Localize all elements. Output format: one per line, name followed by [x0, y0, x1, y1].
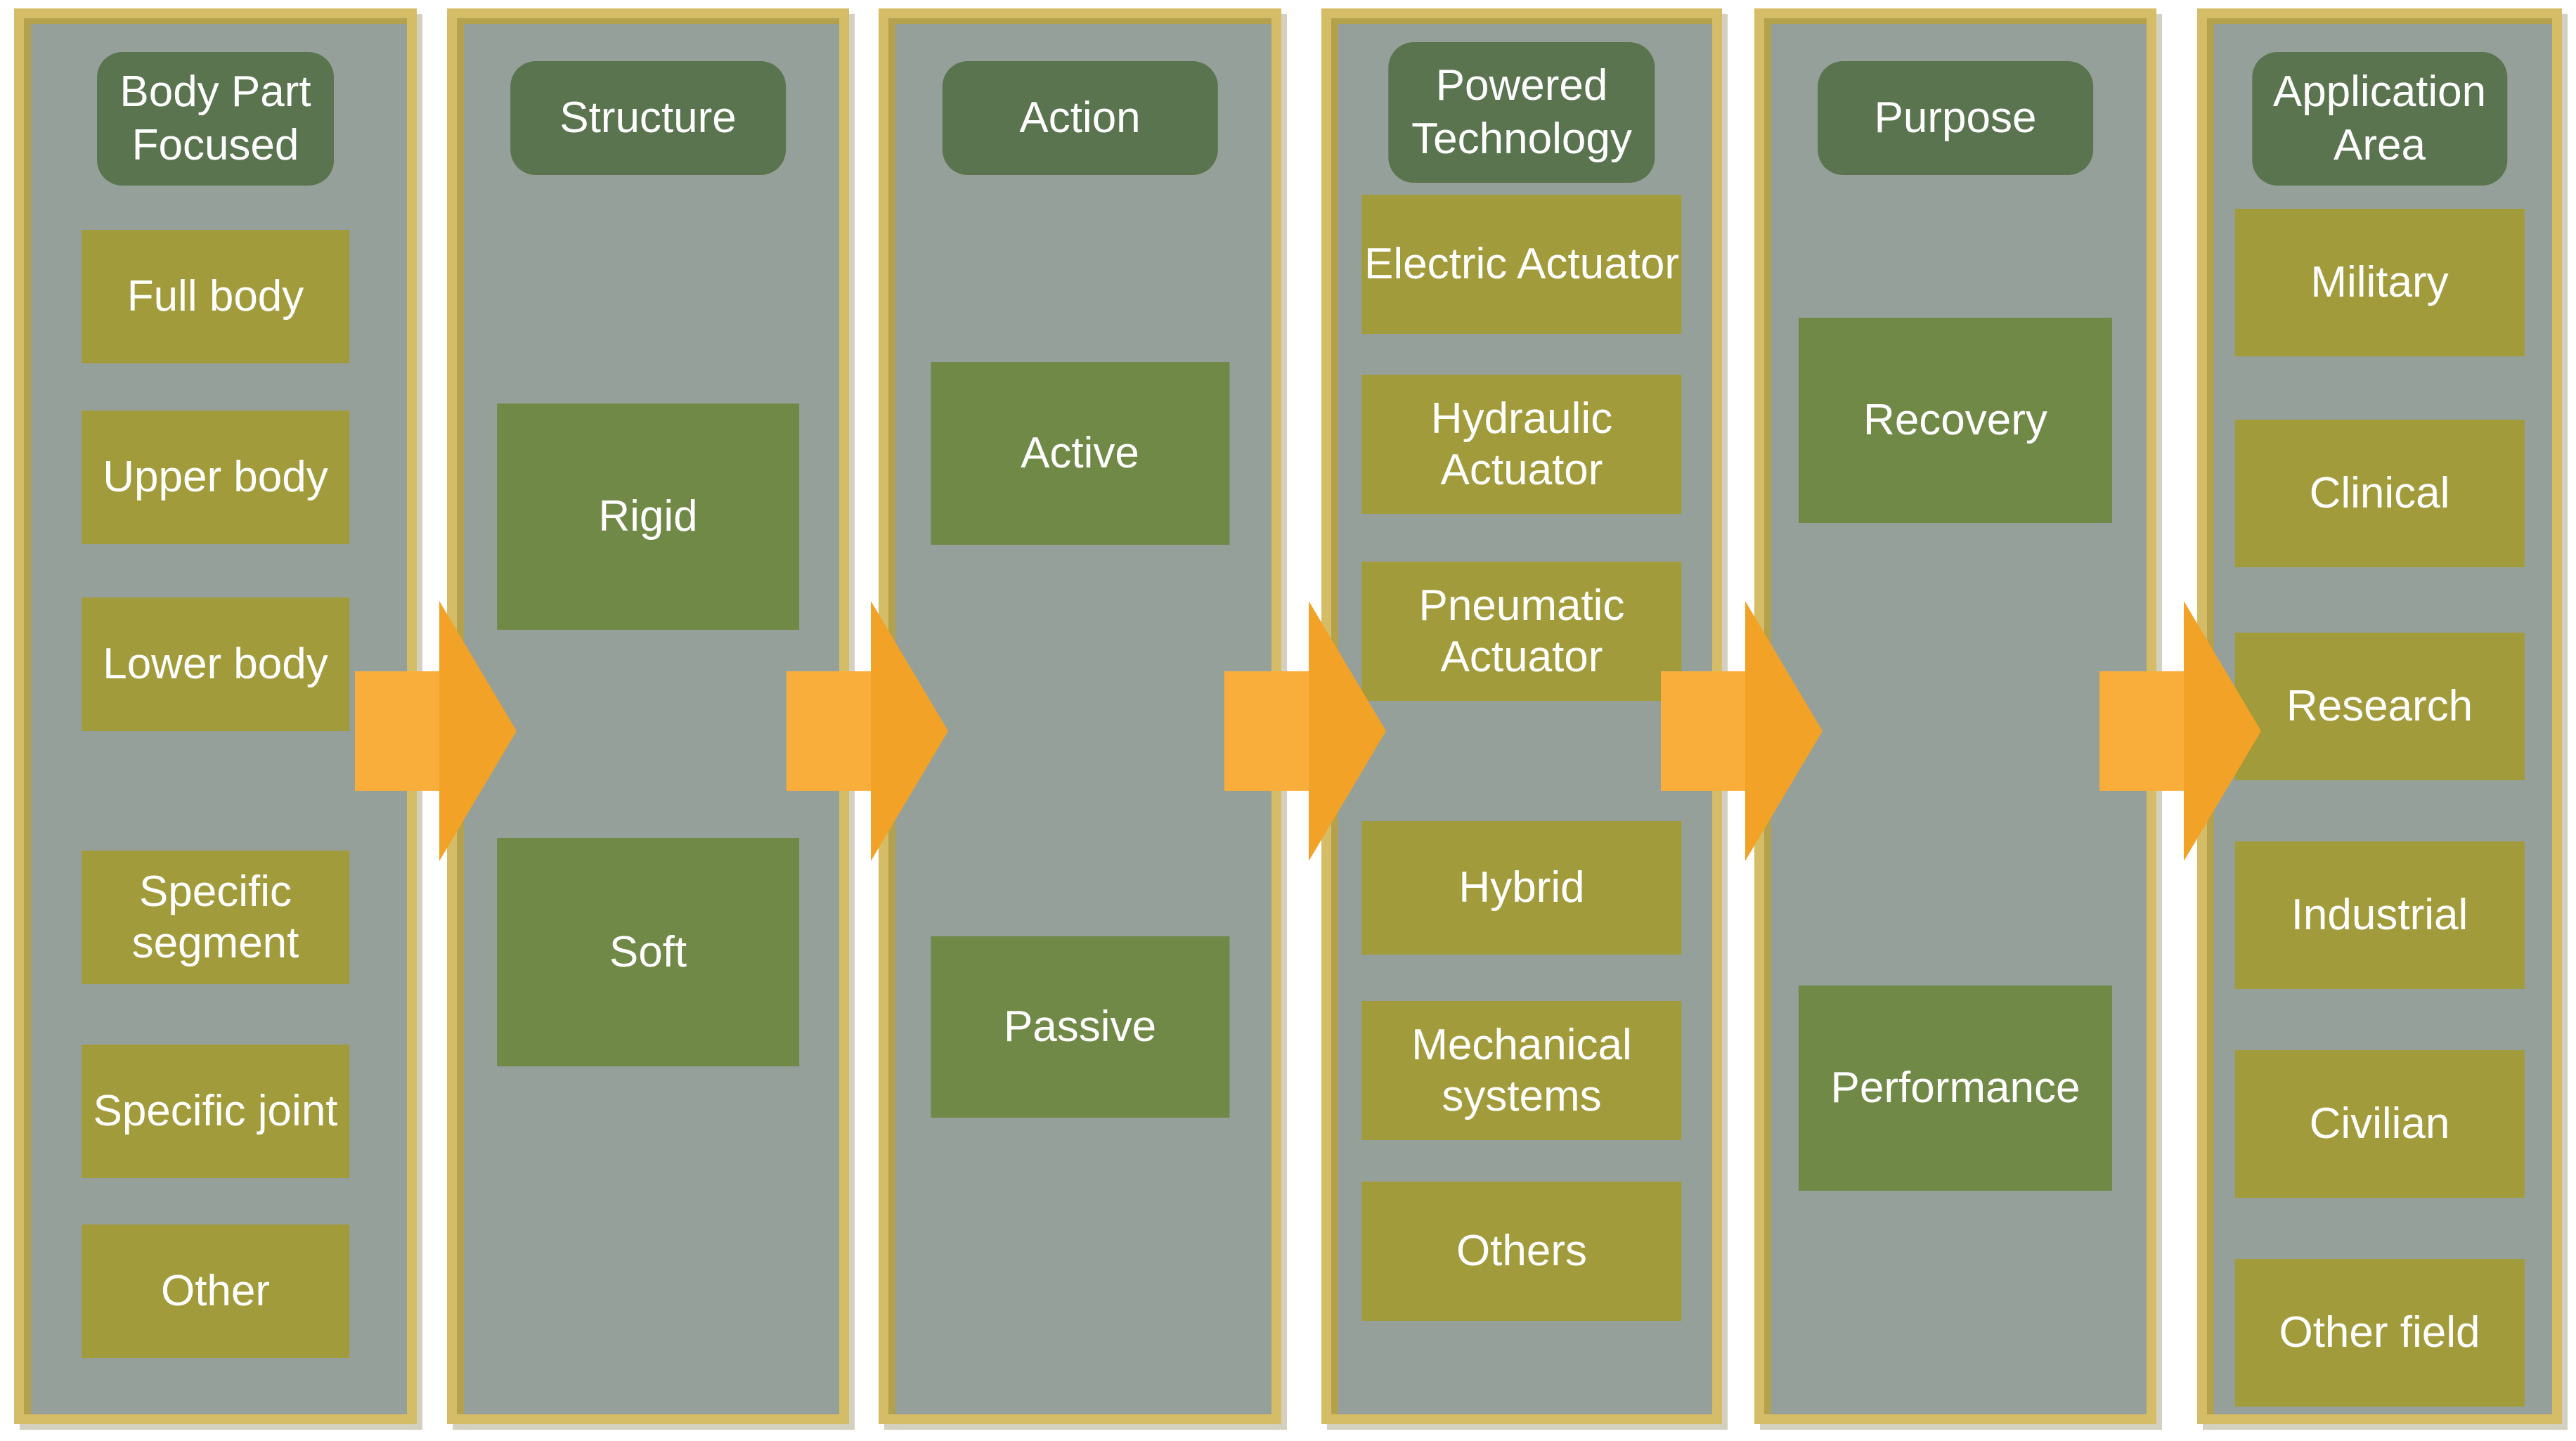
item-pneumatic-actuator: Pneumatic Actuator	[1361, 562, 1682, 701]
item-industrial: Industrial	[2234, 841, 2525, 989]
item-specific-joint: Specific joint	[81, 1045, 350, 1178]
item-specific-segment: Specific segment	[81, 851, 350, 984]
item-recovery: Recovery	[1798, 318, 2113, 523]
flow-arrow-1-icon	[355, 601, 517, 861]
column-body-part-focused: Body Part Focused Full body Upper body L…	[14, 8, 417, 1424]
item-other-field: Other field	[2234, 1259, 2525, 1407]
flow-arrow-5-icon	[2099, 601, 2261, 861]
column-header-powered-technology: Powered Technology	[1388, 42, 1655, 183]
item-performance: Performance	[1798, 986, 2113, 1191]
flow-arrow-4-icon	[1661, 601, 1823, 861]
item-civilian: Civilian	[2234, 1050, 2525, 1198]
item-hydraulic-actuator: Hydraulic Actuator	[1361, 375, 1682, 514]
column-powered-technology: Powered Technology Electric Actuator Hyd…	[1321, 8, 1722, 1424]
column-action: Action Active Passive	[879, 8, 1281, 1424]
item-passive: Passive	[930, 936, 1230, 1118]
column-application-area: Application Area Military Clinical Resea…	[2197, 8, 2562, 1424]
column-structure: Structure Rigid Soft	[447, 8, 849, 1424]
column-header-application-area: Application Area	[2251, 52, 2508, 186]
item-active: Active	[930, 362, 1230, 545]
item-mechanical-systems: Mechanical systems	[1361, 1001, 1682, 1140]
item-rigid: Rigid	[497, 403, 799, 630]
column-header-action: Action	[942, 61, 1218, 175]
flow-arrow-3-icon	[1224, 601, 1386, 861]
item-electric-actuator: Electric Actuator	[1361, 195, 1682, 334]
item-hybrid: Hybrid	[1361, 821, 1682, 955]
item-soft: Soft	[497, 838, 799, 1066]
column-header-body-part-focused: Body Part Focused	[96, 52, 335, 186]
item-military: Military	[2234, 209, 2525, 356]
item-other: Other	[81, 1224, 350, 1358]
item-others: Others	[1361, 1182, 1682, 1321]
column-purpose: Purpose Recovery Performance	[1754, 8, 2156, 1424]
item-clinical: Clinical	[2234, 420, 2525, 567]
flow-arrow-2-icon	[787, 601, 948, 861]
item-research: Research	[2234, 633, 2525, 780]
item-full-body: Full body	[81, 230, 350, 363]
column-header-purpose: Purpose	[1818, 61, 2093, 175]
column-header-structure: Structure	[510, 61, 786, 175]
item-lower-body: Lower body	[81, 597, 350, 731]
item-upper-body: Upper body	[81, 411, 350, 544]
